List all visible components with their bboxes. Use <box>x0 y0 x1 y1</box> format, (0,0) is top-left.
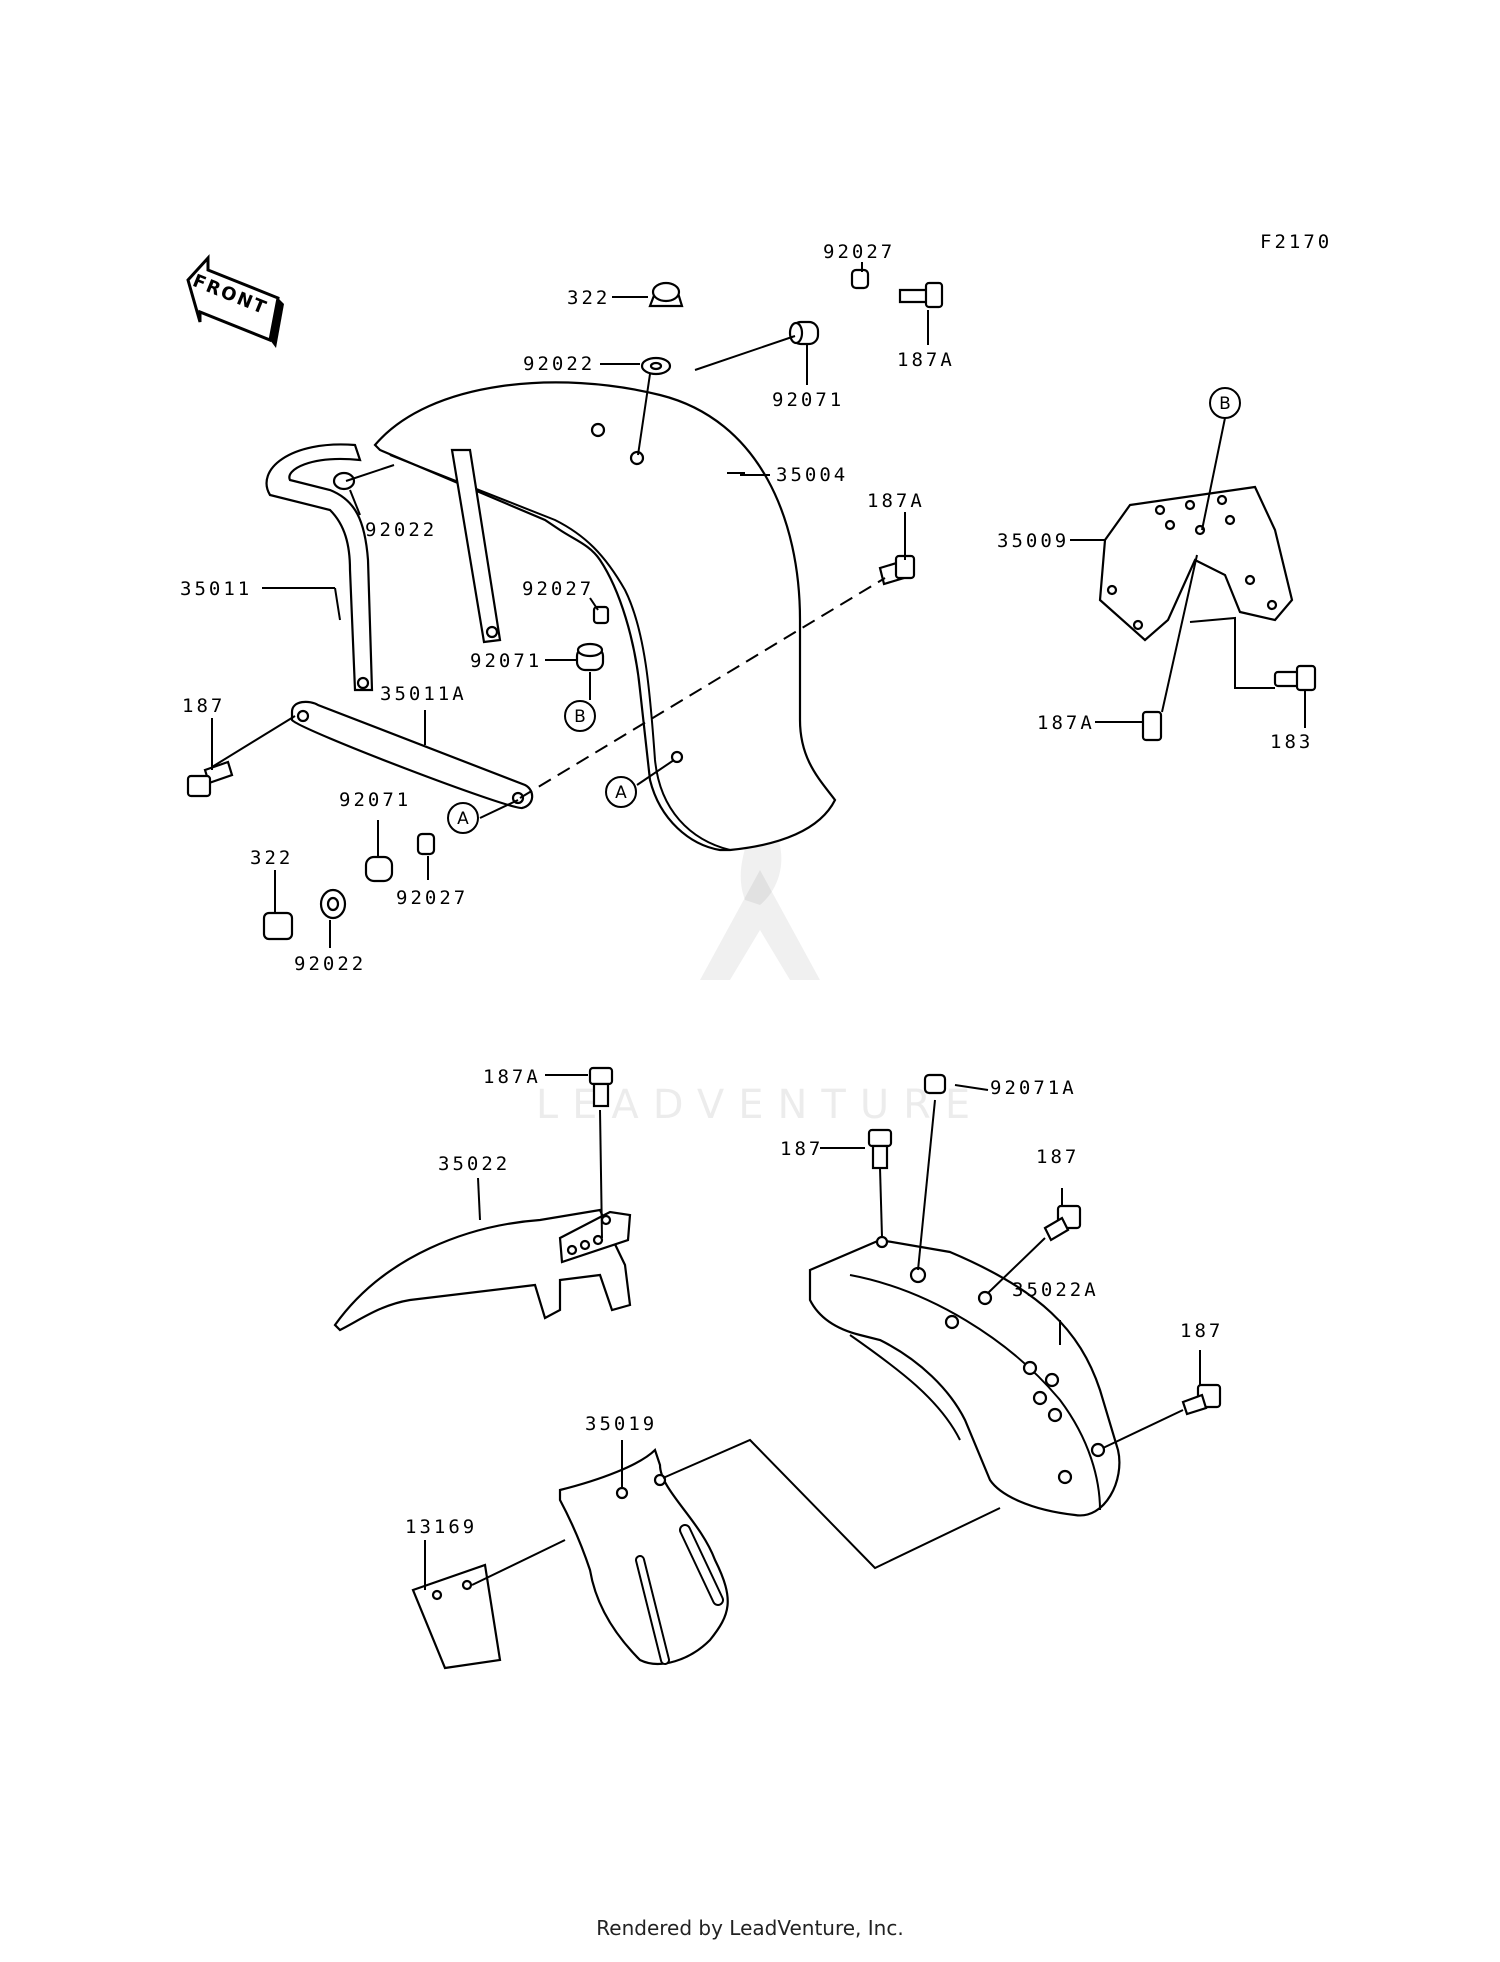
label-92071-top: 92071 <box>772 389 844 411</box>
bracket-35009 <box>1098 485 1317 742</box>
mud-flap-bracket-35019 <box>558 1447 729 1665</box>
bracket-35011A <box>290 700 534 810</box>
label-92022-low: 92022 <box>294 953 366 975</box>
leader-lines-top <box>211 262 929 948</box>
label-187A-top: 187A <box>897 349 955 371</box>
label-35011: 35011 <box>180 578 252 600</box>
label-187-b: 187 <box>1036 1146 1079 1168</box>
fender-strut-35011 <box>265 443 502 692</box>
label-187-a: 187 <box>780 1138 823 1160</box>
label-35011A: 35011A <box>380 683 467 705</box>
hardware-top <box>186 268 944 941</box>
figure-code: F2170 <box>1260 231 1332 253</box>
label-92027-low: 92027 <box>396 887 468 909</box>
rear-fender-35004 <box>373 381 837 852</box>
mud-flap-13169 <box>411 1563 502 1670</box>
ref-marker-a1: A <box>457 809 469 829</box>
label-35022: 35022 <box>438 1153 510 1175</box>
label-187A-mid: 187A <box>867 490 925 512</box>
leader-lines-bottom <box>424 1074 1201 1590</box>
label-322-low: 322 <box>250 847 293 869</box>
ref-marker-b1: B <box>574 707 586 727</box>
label-35019: 35019 <box>585 1413 657 1435</box>
leader-lines-right <box>1070 417 1306 728</box>
label-92022-top: 92022 <box>523 353 595 375</box>
label-92071-low: 92071 <box>339 789 411 811</box>
part-labels: 322 92027 92022 92071 187A 35004 92022 1… <box>180 241 1313 1538</box>
label-35022A: 35022A <box>1012 1279 1099 1301</box>
front-arrow-icon: FRONT <box>186 254 284 348</box>
label-92027-top: 92027 <box>823 241 895 263</box>
label-35009: 35009 <box>997 530 1069 552</box>
label-187A-right: 187A <box>1037 712 1095 734</box>
label-92022-left: 92022 <box>365 519 437 541</box>
ref-marker-b2: B <box>1219 394 1231 414</box>
ref-marker-a2: A <box>615 783 627 803</box>
label-35004: 35004 <box>776 464 848 486</box>
label-183: 183 <box>1270 731 1313 753</box>
label-92027-mid: 92027 <box>522 578 594 600</box>
label-13169: 13169 <box>405 1516 477 1538</box>
footer-credit: Rendered by LeadVenture, Inc. <box>596 1916 904 1940</box>
label-322-top: 322 <box>567 287 610 309</box>
front-fender-35022A <box>808 1073 1222 1517</box>
label-92071A: 92071A <box>990 1077 1077 1099</box>
label-187-left: 187 <box>182 695 225 717</box>
label-187A-front: 187A <box>483 1066 541 1088</box>
label-187-c: 187 <box>1180 1320 1223 1342</box>
label-92071-mid: 92071 <box>470 650 542 672</box>
